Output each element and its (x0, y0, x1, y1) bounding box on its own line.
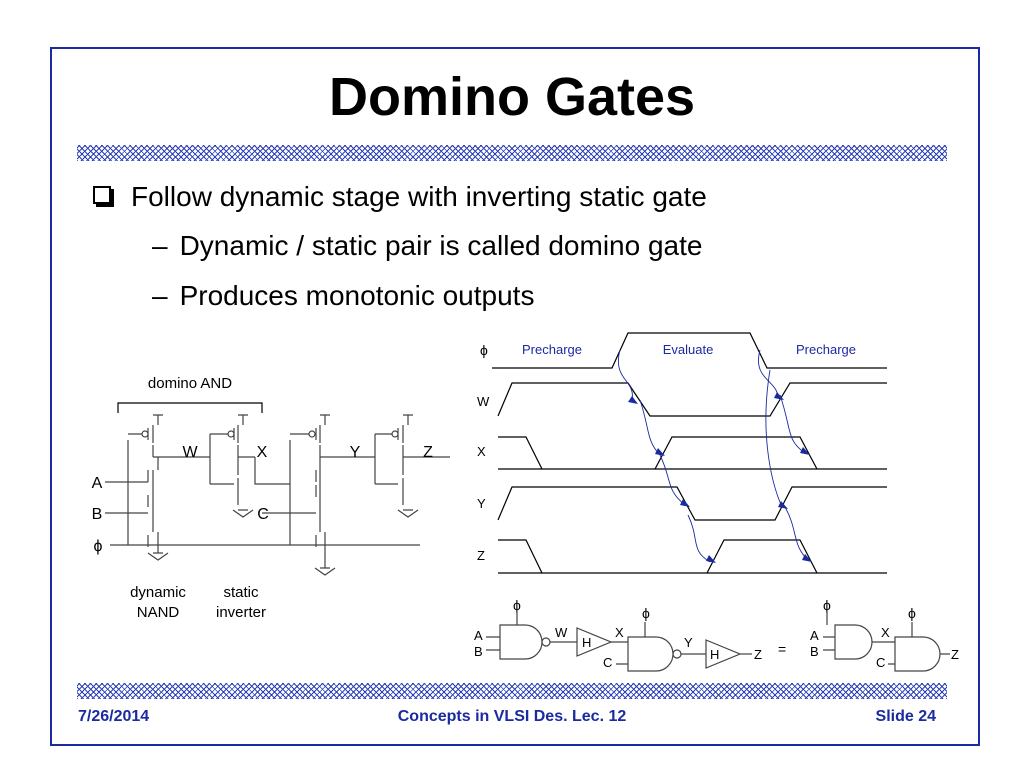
equals-sign: = (778, 641, 786, 657)
gate-node-x-2: X (881, 625, 890, 640)
caption-dynamic-2: NAND (137, 604, 180, 621)
slide-title: Domino Gates (328, 67, 696, 127)
caption-dynamic-1: dynamic (130, 584, 186, 601)
phi-waveform (492, 332, 887, 369)
caption-static-1: static (223, 584, 259, 601)
header-bracket (117, 402, 263, 413)
sub-bullet-1-text: Dynamic / static pair is called domino g… (179, 230, 703, 261)
gate-input-a: A (474, 628, 483, 643)
gate-node-y: Y (684, 635, 693, 650)
node-x-label: X (257, 444, 268, 461)
w-waveform (497, 382, 887, 417)
signal-y-label: Y (477, 496, 486, 511)
timing-diagram: Precharge Evaluate Precharge ϕ W X Y Z (477, 332, 887, 574)
gate-input-b: B (474, 644, 483, 659)
nand-gate-2 (627, 636, 674, 672)
gate-node-w: W (555, 625, 568, 640)
gate-input-c: C (603, 655, 612, 670)
gate-output-z-2: Z (951, 647, 959, 662)
buffer-h-2 (705, 639, 742, 669)
phase-precharge-2: Precharge (796, 342, 856, 357)
footer-date: 7/26/2014 (78, 708, 150, 725)
signal-phi-label: ϕ (480, 342, 488, 358)
gate-equivalence: ϕ ϕ ϕ ϕ A B W H X C Y H Z = A B X C Z (474, 597, 959, 672)
gate-output-z-1: Z (754, 647, 762, 662)
nand-gate-1 (499, 624, 543, 660)
gate-input-b-2: B (810, 644, 819, 659)
footer-course: Concepts in VLSI Des. Lec. 12 (397, 708, 627, 725)
buffer-h-label-2: H (710, 647, 719, 662)
bullet-1: Follow dynamic stage with inverting stat… (93, 181, 707, 213)
phase-precharge-1: Precharge (522, 342, 582, 357)
dash-icon: – (152, 230, 168, 261)
clock-phi-label: ϕ (94, 538, 103, 555)
buffer-h-1 (576, 627, 613, 657)
signal-x-label: X (477, 444, 486, 459)
and-gate-2 (894, 636, 941, 672)
phi-label-4: ϕ (908, 605, 916, 621)
phi-label-1: ϕ (513, 597, 521, 613)
bullet-1-text: Follow dynamic stage with inverting stat… (131, 181, 707, 212)
caption-static-2: inverter (216, 604, 266, 621)
phi-label-2: ϕ (642, 605, 650, 621)
input-a-label: A (92, 475, 103, 492)
signal-z-label: Z (477, 548, 485, 563)
footer-slide-number: Slide 24 (875, 708, 936, 725)
y-waveform (497, 486, 887, 521)
gate-node-x: X (615, 625, 624, 640)
checkbox-bullet-icon (93, 186, 111, 204)
phi-label-3: ϕ (823, 597, 831, 613)
z-waveform (498, 539, 887, 574)
node-y-label: Y (350, 444, 361, 461)
gate-input-a-2: A (810, 628, 819, 643)
sub-bullet-1: –Dynamic / static pair is called domino … (152, 230, 702, 262)
phase-evaluate: Evaluate (663, 342, 714, 357)
node-z-label: Z (423, 444, 433, 461)
bottom-divider (77, 683, 947, 699)
sub-bullet-2: –Produces monotonic outputs (152, 280, 534, 312)
signal-w-label: W (477, 394, 490, 409)
and-gate-1 (834, 624, 873, 660)
node-w-label: W (182, 444, 198, 461)
slide-frame (50, 47, 980, 746)
buffer-h-label-1: H (582, 635, 591, 650)
schematic-header: domino AND (148, 375, 232, 392)
sub-bullet-2-text: Produces monotonic outputs (179, 280, 535, 311)
gate-input-c-2: C (876, 655, 885, 670)
domino-and-schematic: domino AND W X Y Z A B C ϕ dynamic NAND … (92, 375, 450, 621)
input-c-label: C (257, 506, 269, 523)
dash-icon: – (152, 280, 168, 311)
x-waveform (498, 436, 887, 470)
input-b-label: B (92, 506, 103, 523)
top-divider (77, 145, 947, 161)
